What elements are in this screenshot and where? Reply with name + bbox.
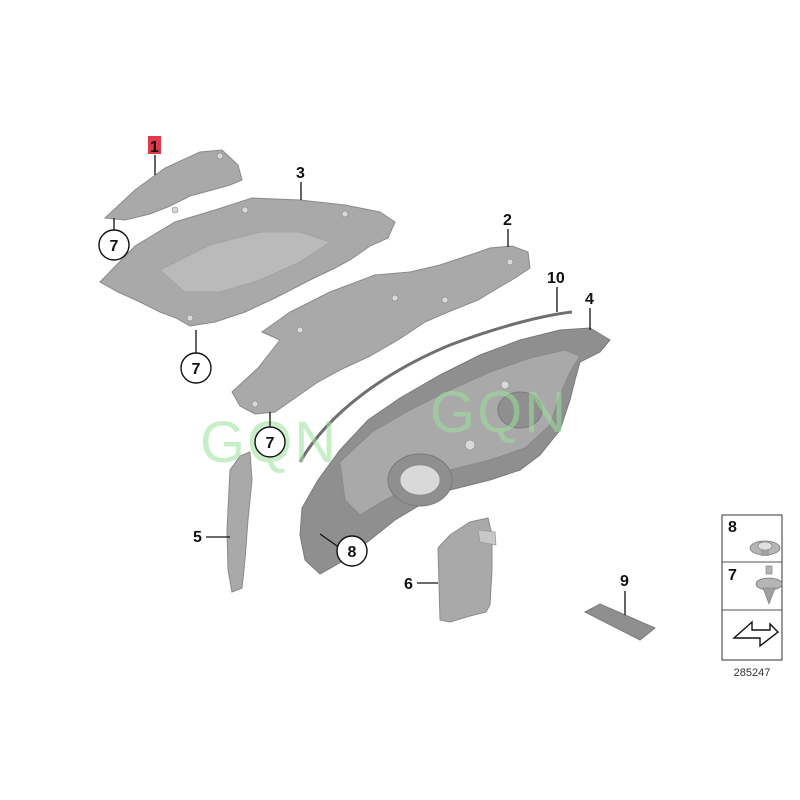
legend-row1-label: 8 (728, 519, 737, 536)
callout-9[interactable]: 9 (620, 573, 629, 615)
part-3-upper-insulation[interactable] (99, 197, 396, 327)
callout-8[interactable]: 8 (319, 533, 368, 567)
callout-7-b-label: 7 (192, 361, 201, 378)
callout-8-label: 8 (348, 544, 357, 561)
callout-9-label: 9 (620, 573, 629, 590)
callout-7-c-label: 7 (266, 435, 275, 452)
callout-6-label: 6 (404, 576, 413, 593)
part-5-side-pad[interactable] (226, 451, 253, 593)
watermark-text-right: GQN (430, 380, 568, 445)
diagram-number: 285247 (734, 667, 771, 679)
callout-3[interactable]: 3 (296, 165, 305, 200)
part-9-foam-strip[interactable] (583, 603, 656, 641)
callout-4[interactable]: 4 (585, 291, 594, 330)
callout-4-label: 4 (585, 291, 594, 308)
callout-7-a-label: 7 (110, 238, 119, 255)
part-6-bracket-pad[interactable] (437, 517, 497, 623)
callout-10[interactable]: 10 (547, 270, 565, 312)
legend-row2-label: 7 (728, 567, 737, 584)
callout-7-b[interactable]: 7 (180, 330, 212, 384)
legend-row-grommet[interactable]: 8 (728, 519, 781, 556)
part-1-insulation-pad[interactable] (103, 149, 243, 221)
part-2-middle-insulation[interactable] (231, 245, 531, 415)
push-clip-icon (755, 565, 783, 605)
fastener-legend: 8 7 285247 (721, 514, 783, 679)
callout-2-label: 2 (503, 212, 512, 229)
legend-row-push-clip[interactable]: 7 (728, 565, 783, 605)
part-10-seal-strip[interactable] (298, 310, 573, 463)
callout-1-label: 1 (150, 139, 159, 156)
callout-1[interactable]: 1 (148, 136, 161, 175)
highlight-tag (148, 136, 161, 154)
callout-6[interactable]: 6 (404, 576, 438, 593)
part-4-bulkhead[interactable] (299, 327, 611, 575)
callout-5-label: 5 (193, 529, 202, 546)
callout-5[interactable]: 5 (193, 529, 230, 546)
callout-2[interactable]: 2 (503, 212, 512, 247)
callout-10-label: 10 (547, 270, 565, 287)
legend-row-arrow[interactable] (732, 620, 780, 648)
direction-arrow-icon (732, 620, 780, 648)
watermark: GQN GQN (200, 380, 568, 475)
callout-7-a[interactable]: 7 (98, 218, 130, 261)
callout-7-c[interactable]: 7 (254, 412, 286, 458)
callout-3-label: 3 (296, 165, 305, 182)
